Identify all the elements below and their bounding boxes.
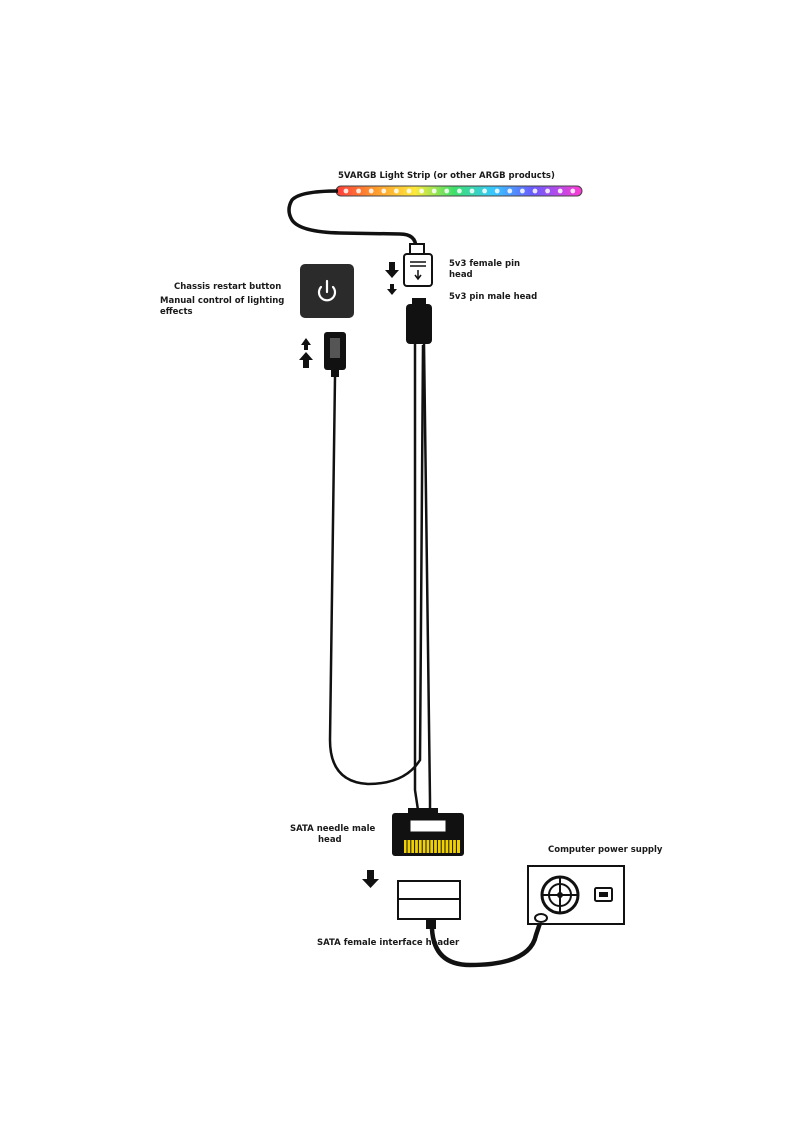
strip-led: [444, 188, 450, 194]
strip-led: [457, 188, 462, 194]
strip-led: [356, 188, 361, 194]
chassis-restart-button: [300, 264, 354, 318]
power-supply-label: Computer power supply: [548, 845, 663, 855]
female-pin-label-line1: 5v3 female pin: [449, 259, 520, 269]
strip-led: [545, 188, 550, 194]
light-strip-label: 5VARGB Light Strip (or other ARGB produc…: [338, 171, 555, 181]
sata-male-label-line1: SATA needle male: [290, 824, 376, 834]
strip-led: [431, 188, 437, 194]
power-supply-cable: [429, 919, 544, 968]
arrow-up-icon: [301, 338, 311, 350]
strip-led: [482, 188, 487, 194]
sata-female-connector: [397, 880, 461, 929]
strip-led: [507, 188, 513, 194]
arrow-down-icon: [362, 870, 379, 888]
sata-female-label: SATA female interface header: [317, 938, 460, 948]
strip-led: [520, 188, 525, 194]
strip-cable: [287, 189, 418, 249]
strip-leds: [343, 188, 576, 194]
strip-led: [570, 188, 576, 194]
strip-led: [532, 188, 538, 194]
strip-led: [494, 188, 500, 194]
strip-led: [419, 188, 424, 194]
button-cable: [328, 344, 425, 786]
strip-led: [368, 188, 374, 194]
strip-led: [406, 188, 412, 194]
strip-led: [469, 188, 475, 194]
arrow-down-icon: [387, 284, 397, 295]
male-pin-label: 5v3 pin male head: [449, 292, 537, 302]
male-pin-cable-b: [422, 343, 432, 810]
strip-led: [381, 188, 387, 194]
female-pin-connector: [403, 243, 433, 287]
computer-power-supply: [527, 865, 625, 925]
strip-led: [343, 188, 349, 194]
power-icon: [317, 279, 337, 302]
argb-light-strip: [335, 185, 583, 197]
restart-button-label: Chassis restart button: [174, 282, 281, 292]
male-pin-cable-a: [413, 344, 420, 811]
arrow-down-icon: [385, 262, 399, 278]
sata-male-label-line2: head: [318, 835, 342, 845]
manual-control-label-line2: effects: [160, 307, 193, 317]
strip-led: [557, 188, 563, 194]
sata-male-connector: [392, 808, 464, 856]
arrow-up-icon: [299, 352, 313, 368]
fan-icon: [540, 875, 580, 915]
strip-led: [394, 188, 399, 194]
manual-control-label-line1: Manual control of lighting: [160, 296, 284, 306]
power-socket-icon: [594, 887, 613, 902]
button-connector: [324, 332, 346, 377]
female-pin-label-line2: head: [449, 270, 473, 280]
sata-pin-lines: [406, 840, 457, 853]
cable-grommet: [534, 913, 548, 923]
male-pin-connector: [406, 298, 432, 344]
